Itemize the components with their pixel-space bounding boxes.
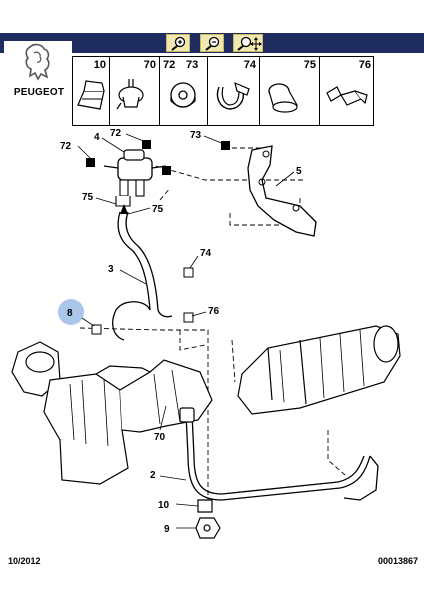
clamp-icon bbox=[216, 81, 250, 110]
peugeot-logo: PEUGEOT bbox=[4, 41, 72, 121]
ref-cell-76[interactable]: 76 bbox=[320, 57, 374, 125]
connector-icon bbox=[116, 79, 144, 110]
logo-text: PEUGEOT bbox=[13, 87, 65, 98]
callout-74: 74 bbox=[200, 248, 212, 259]
ref-cell-74[interactable]: 74 bbox=[208, 57, 260, 125]
filter-ribs bbox=[279, 329, 365, 403]
ref-cell-label: 72 bbox=[163, 59, 176, 71]
callout-2: 2 bbox=[150, 470, 156, 481]
particulate-filter[interactable] bbox=[237, 325, 401, 415]
callout-5: 5 bbox=[296, 166, 302, 177]
callout-70: 70 bbox=[154, 432, 166, 443]
screw-marker bbox=[142, 140, 151, 149]
screw-marker bbox=[86, 158, 95, 167]
catalyst-ribs bbox=[69, 369, 181, 447]
bracket[interactable] bbox=[247, 145, 317, 237]
callout-4: 4 bbox=[94, 132, 100, 143]
ref-cell-label: 76 bbox=[358, 59, 371, 71]
revision-date: 10/2012 bbox=[8, 556, 41, 566]
zoom-move-button[interactable] bbox=[233, 34, 263, 52]
assembly-guide-lines bbox=[79, 147, 346, 510]
ref-cell-10[interactable]: 10 bbox=[73, 57, 110, 125]
tube-clip[interactable] bbox=[195, 499, 221, 539]
sensor-tube[interactable] bbox=[185, 413, 379, 501]
ref-cell-label: 10 bbox=[93, 59, 106, 71]
callout-76: 76 bbox=[208, 306, 220, 317]
callout-9: 9 bbox=[164, 524, 170, 535]
diagram-code: 00013867 bbox=[377, 556, 418, 566]
sleeve-icon bbox=[268, 83, 298, 113]
callout-72: 72 bbox=[110, 128, 122, 139]
pressure-sensor[interactable] bbox=[103, 149, 167, 197]
ref-cell-label: 74 bbox=[243, 59, 256, 71]
lion-emblem-icon bbox=[25, 43, 50, 81]
ref-cell-75[interactable]: 75 bbox=[260, 57, 320, 125]
zoom-out-icon bbox=[205, 36, 220, 51]
zoom-move-icon bbox=[237, 36, 262, 51]
screw-marker bbox=[162, 166, 171, 175]
clip-marker bbox=[91, 324, 102, 335]
parts-reference-table: 10 70 72 73 74 75 bbox=[72, 56, 374, 126]
clip-icon bbox=[77, 80, 105, 110]
zoom-in-icon bbox=[171, 36, 186, 51]
toolbar bbox=[0, 33, 424, 53]
washer-icon bbox=[170, 82, 196, 108]
hose-clip-icon bbox=[326, 86, 368, 106]
pressure-hose[interactable] bbox=[112, 211, 173, 341]
ref-cell-label: 70 bbox=[143, 59, 156, 71]
ref-cell-72[interactable]: 72 bbox=[160, 57, 208, 125]
highlight-marker bbox=[58, 299, 84, 325]
clip-marker bbox=[183, 312, 194, 323]
screw-marker bbox=[221, 141, 230, 150]
callout-8: 8 bbox=[67, 308, 73, 319]
callout-10: 10 bbox=[158, 500, 170, 511]
ref-cell-label: 73 bbox=[186, 59, 199, 71]
zoom-out-button[interactable] bbox=[200, 34, 224, 52]
callout-75: 75 bbox=[152, 204, 164, 215]
leader-lines bbox=[77, 133, 295, 529]
ref-cell-70[interactable]: 70 bbox=[110, 57, 160, 125]
ref-cell-label: 75 bbox=[303, 59, 316, 71]
callout-73: 73 bbox=[190, 130, 202, 141]
tube-connector[interactable] bbox=[179, 407, 195, 423]
clip-marker bbox=[183, 267, 194, 278]
zoom-in-button[interactable] bbox=[166, 34, 190, 52]
callout-72: 72 bbox=[60, 141, 72, 152]
callout-75: 75 bbox=[82, 192, 94, 203]
callout-3: 3 bbox=[108, 264, 114, 275]
